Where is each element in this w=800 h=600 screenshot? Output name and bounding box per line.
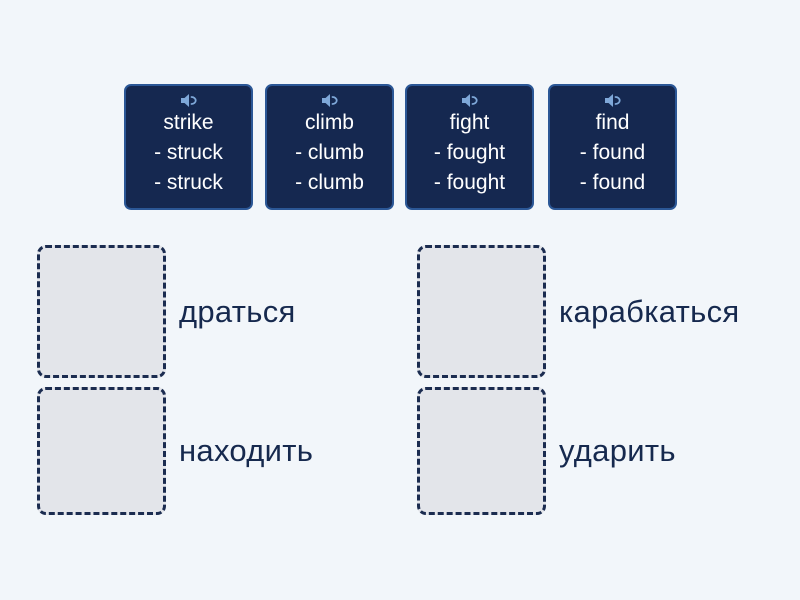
match-pair: находить — [37, 387, 313, 515]
verb-base: fight — [449, 111, 490, 134]
drop-zone[interactable] — [37, 245, 166, 378]
verb-past: - fought — [433, 141, 506, 164]
drop-zone[interactable] — [37, 387, 166, 515]
verb-participle: - fought — [433, 171, 506, 194]
verb-card-climb[interactable]: climb - clumb - clumb — [265, 84, 394, 210]
verb-participle: - clumb — [295, 171, 364, 194]
speaker-icon[interactable] — [461, 93, 478, 108]
match-pair: карабкаться — [417, 245, 739, 378]
verb-past: - struck — [154, 141, 223, 164]
verb-card-strike[interactable]: strike - struck - struck — [124, 84, 253, 210]
verb-base: climb — [304, 111, 354, 134]
verb-participle: - struck — [154, 171, 223, 194]
verb-past: - clumb — [295, 141, 364, 164]
drop-zone[interactable] — [417, 245, 546, 378]
verb-base: strike — [163, 111, 214, 134]
verb-base: find — [595, 111, 630, 134]
match-pair: ударить — [417, 387, 676, 515]
target-label: карабкаться — [559, 293, 740, 329]
speaker-icon[interactable] — [321, 93, 338, 108]
verb-card-find[interactable]: find - found - found — [548, 84, 677, 210]
verb-card-fight[interactable]: fight - fought - fought — [405, 84, 534, 210]
target-label: находить — [179, 433, 314, 468]
target-label: ударить — [559, 433, 676, 468]
speaker-icon[interactable] — [604, 93, 621, 108]
match-pair: драться — [37, 245, 296, 378]
target-label: драться — [179, 293, 296, 329]
verb-past: - found — [579, 141, 646, 164]
verb-participle: - found — [579, 171, 646, 194]
speaker-icon[interactable] — [180, 93, 197, 108]
drop-zone[interactable] — [417, 387, 546, 515]
